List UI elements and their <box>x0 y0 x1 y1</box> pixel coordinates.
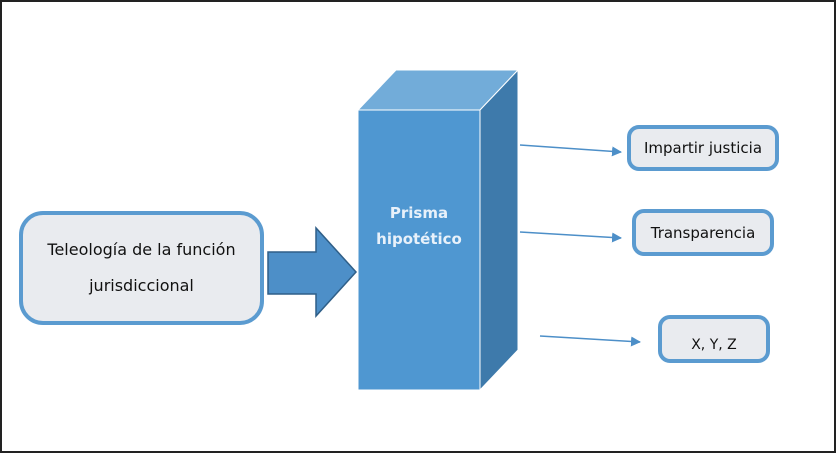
output-label: Impartir justicia <box>643 139 763 157</box>
prism-label-line1: Prisma <box>389 204 449 222</box>
output-box-transparencia: Transparencia <box>632 209 774 256</box>
output-box-impartir-justicia: Impartir justicia <box>627 125 779 171</box>
prism-front-face <box>357 109 481 391</box>
source-box: Teleología de la función jurisdiccional <box>19 211 264 325</box>
block-arrow <box>267 226 358 318</box>
prism-label: Prisma hipotético <box>358 200 480 252</box>
arrow-to-transparencia <box>519 231 622 243</box>
output-box-xyz: X, Y, Z <box>658 315 770 363</box>
output-label: Transparencia <box>650 223 756 242</box>
source-label-line2: jurisdiccional <box>89 276 194 295</box>
source-label-line1: Teleología de la función <box>47 240 236 259</box>
prism-side-face <box>479 68 519 392</box>
arrow-to-xyz <box>539 335 641 347</box>
prism-label-line2: hipotético <box>376 230 462 248</box>
arrow-to-impartir-justicia <box>519 144 622 157</box>
output-label: X, Y, Z <box>691 337 737 353</box>
